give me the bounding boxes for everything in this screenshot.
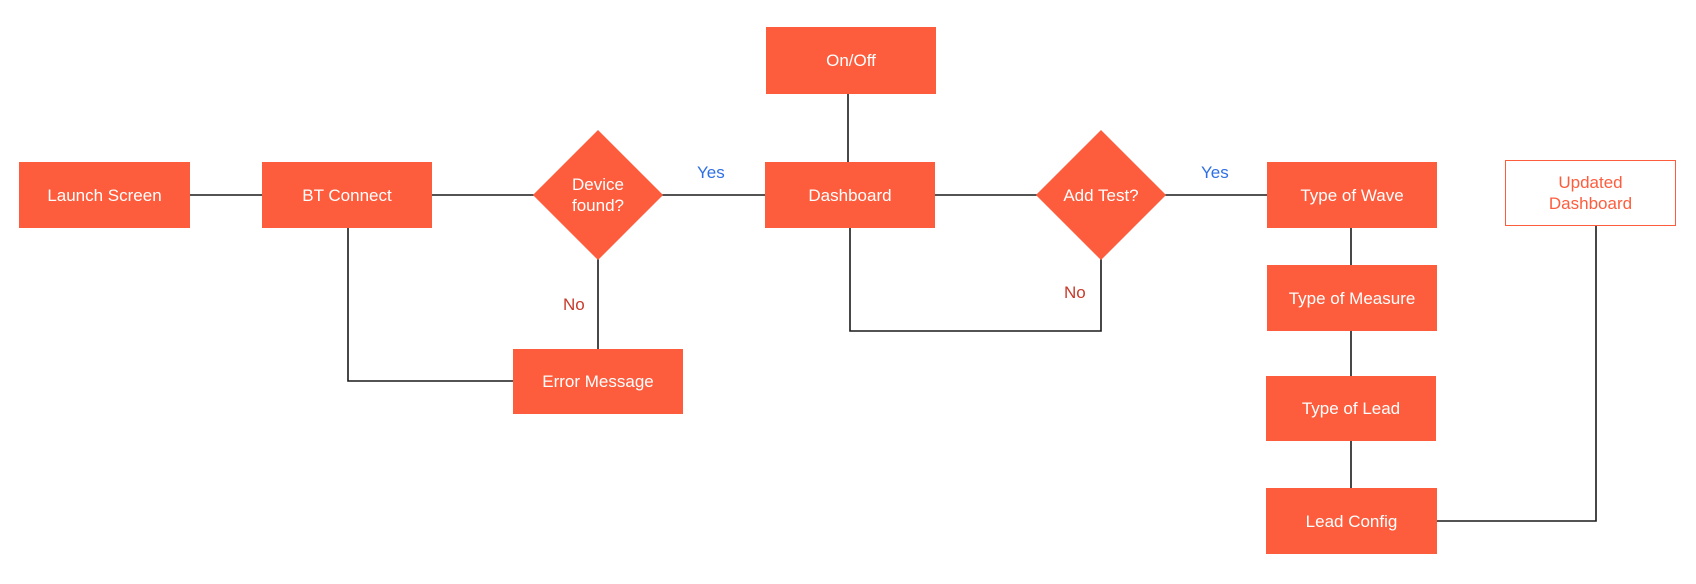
- node-on-off: On/Off: [766, 27, 936, 94]
- node-type-of-lead: Type of Lead: [1266, 376, 1436, 441]
- node-label: BT Connect: [302, 185, 392, 205]
- decision-add-test: Add Test?: [1035, 129, 1167, 261]
- node-label: Launch Screen: [47, 185, 162, 205]
- node-label: Lead Config: [1305, 511, 1398, 531]
- node-label: Type of Measure: [1288, 288, 1416, 308]
- node-label: Error Message: [542, 372, 654, 391]
- node-label: Updated Dashboard: [1548, 173, 1633, 213]
- node-bt-connect: BT Connect: [262, 162, 432, 228]
- node-error-message: Error Message: [513, 349, 683, 414]
- node-label: On/Off: [826, 51, 876, 70]
- label-add-test-yes: Yes: [1201, 163, 1229, 182]
- decision-device-found: Device found?: [532, 129, 664, 261]
- node-updated-dashboard: Updated Dashboard: [1505, 160, 1676, 226]
- connector-add-test-no-loop: [849, 228, 1102, 332]
- node-label: Device found?: [572, 175, 624, 215]
- node-dashboard: Dashboard: [765, 162, 935, 228]
- label-device-found-no: No: [563, 295, 585, 314]
- node-label: Dashboard: [808, 185, 892, 205]
- label-add-test-no: No: [1064, 283, 1086, 302]
- connector-lead-config-to-updated-dashboard: [1437, 226, 1597, 522]
- connector-bt-connect-to-error-message: [347, 228, 513, 382]
- node-label: Add Test?: [1063, 185, 1139, 205]
- node-type-of-wave: Type of Wave: [1267, 162, 1437, 228]
- label-device-found-yes: Yes: [697, 163, 725, 182]
- node-label: Type of Lead: [1301, 399, 1401, 418]
- node-lead-config: Lead Config: [1266, 488, 1437, 554]
- node-label: Type of Wave: [1300, 185, 1404, 205]
- node-launch-screen: Launch Screen: [19, 162, 190, 228]
- node-type-of-measure: Type of Measure: [1267, 265, 1437, 331]
